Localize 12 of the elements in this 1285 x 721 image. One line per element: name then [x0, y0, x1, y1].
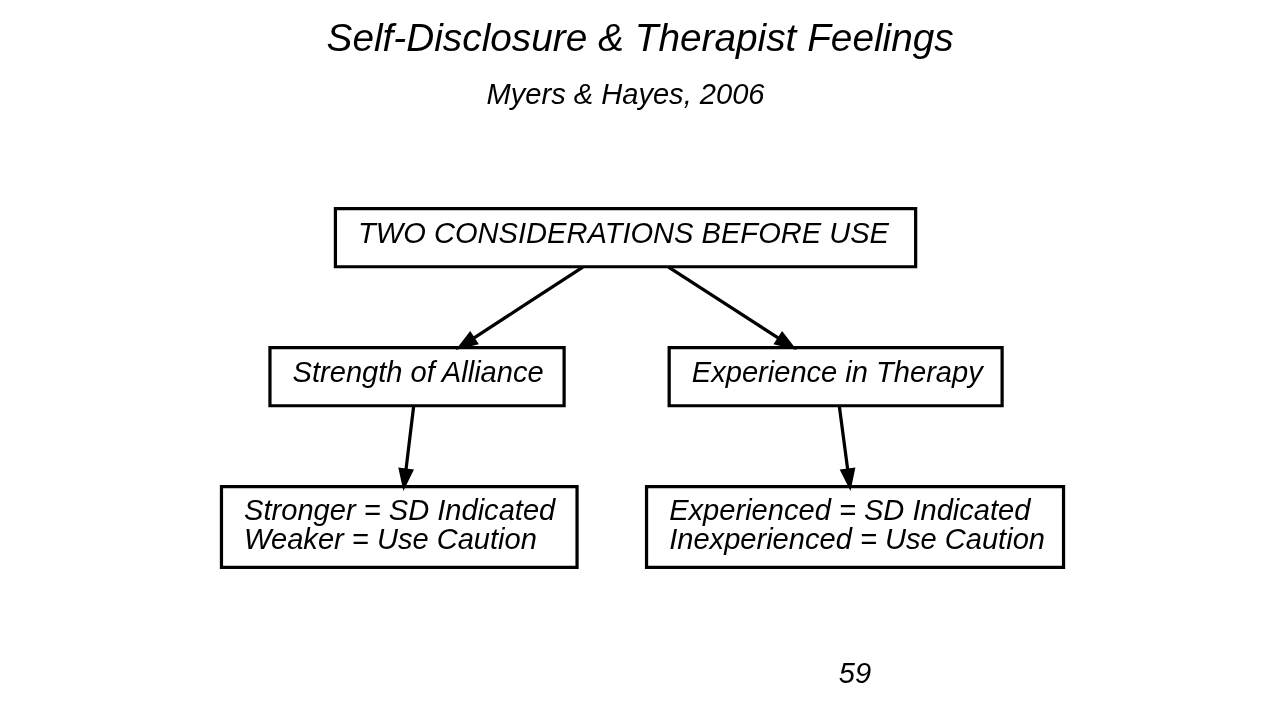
- node-box: TWO CONSIDERATIONS BEFORE USE: [333, 206, 918, 269]
- arrow: [398, 405, 416, 491]
- diagram-title: Self-Disclosure & Therapist Feelings: [326, 15, 954, 59]
- arrow: [455, 265, 584, 350]
- node-box: Experienced = SD Indicated Inexperienced = Use Caution: [644, 484, 1066, 569]
- node-box: Strength of Alliance: [268, 345, 566, 408]
- arrow: [667, 265, 797, 350]
- node-box: Stronger = SD Indicated Weaker = Use Caution: [219, 484, 579, 569]
- label: 59: [838, 656, 872, 689]
- node-box: Experience in Therapy: [667, 345, 1004, 408]
- arrow: [837, 405, 856, 491]
- label: Myers & Hayes, 2006: [486, 78, 765, 111]
